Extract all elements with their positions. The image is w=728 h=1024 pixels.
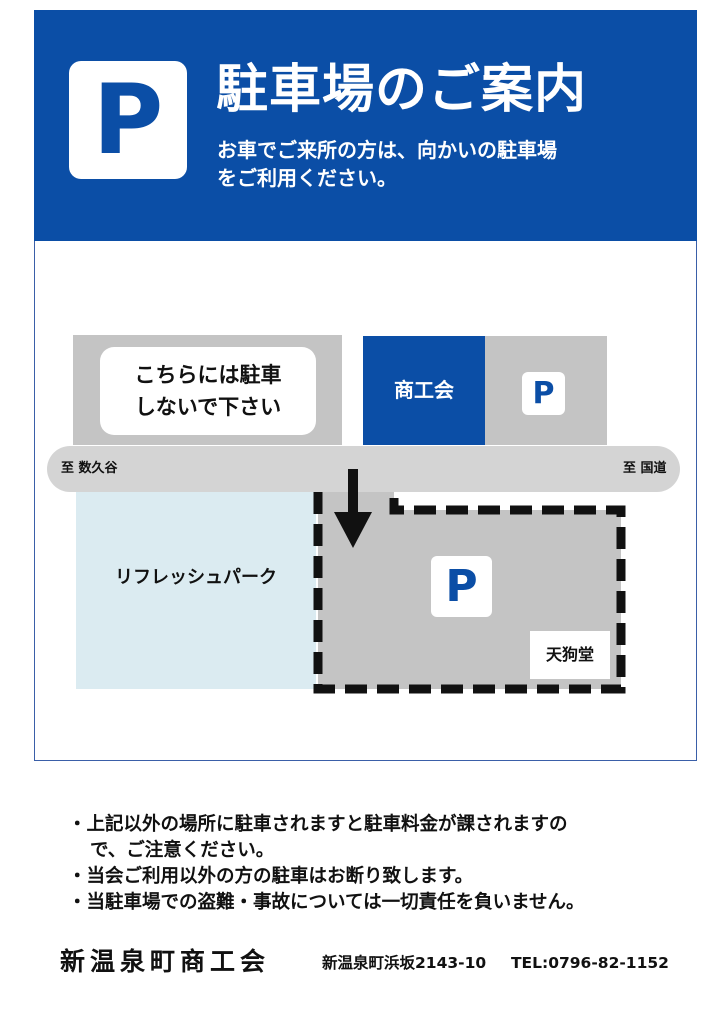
road-right-label: 至 国道 bbox=[623, 461, 667, 476]
road bbox=[47, 446, 680, 492]
organization-name: 新温泉町商工会 bbox=[60, 947, 271, 976]
entry-arrow-icon bbox=[334, 469, 372, 548]
parking-logo-icon: P bbox=[69, 61, 187, 179]
no-parking-note: こちらには駐車 しないで下さい bbox=[100, 347, 316, 435]
parking-lot-dashed-border bbox=[313, 492, 626, 694]
notice-list: ・上記以外の場所に駐車されますと駐車料金が課されますの で、ご注意ください。 ・… bbox=[68, 812, 708, 916]
notice-item-1-line2: で、ご注意ください。 bbox=[90, 840, 275, 861]
contact-info: 新温泉町浜坂2143-10 TEL:0796-82-1152 bbox=[322, 951, 669, 975]
chamber-building: 商工会 bbox=[363, 336, 485, 445]
refresh-park-area bbox=[76, 492, 316, 689]
no-parking-line1: こちらには駐車 bbox=[134, 363, 282, 387]
subtitle-line2: をご利用ください。 bbox=[217, 166, 397, 190]
page-title: 駐車場のご案内 bbox=[216, 60, 588, 120]
notice-item-1-line1: ・上記以外の場所に駐車されますと駐車料金が課されますの bbox=[68, 814, 568, 835]
subtitle-line1: お車でご来所の方は、向かいの駐車場 bbox=[217, 138, 557, 162]
tengu-do-building: 天狗堂 bbox=[530, 631, 610, 679]
chamber-parking-icon: P bbox=[522, 372, 565, 415]
notice-item-2: ・当会ご利用以外の方の駐車はお断り致します。 bbox=[68, 866, 474, 887]
address: 新温泉町浜坂2143-10 bbox=[322, 954, 487, 972]
road-left-label: 至 数久谷 bbox=[61, 461, 118, 476]
telephone: TEL:0796-82-1152 bbox=[510, 954, 669, 972]
refresh-park-label: リフレッシュパーク bbox=[115, 567, 277, 588]
notice-item-3: ・当駐車場での盗難・事故については一切責任を負いません。 bbox=[68, 892, 585, 913]
no-parking-line2: しないで下さい bbox=[134, 395, 282, 419]
lot-parking-icon: P bbox=[431, 556, 492, 617]
